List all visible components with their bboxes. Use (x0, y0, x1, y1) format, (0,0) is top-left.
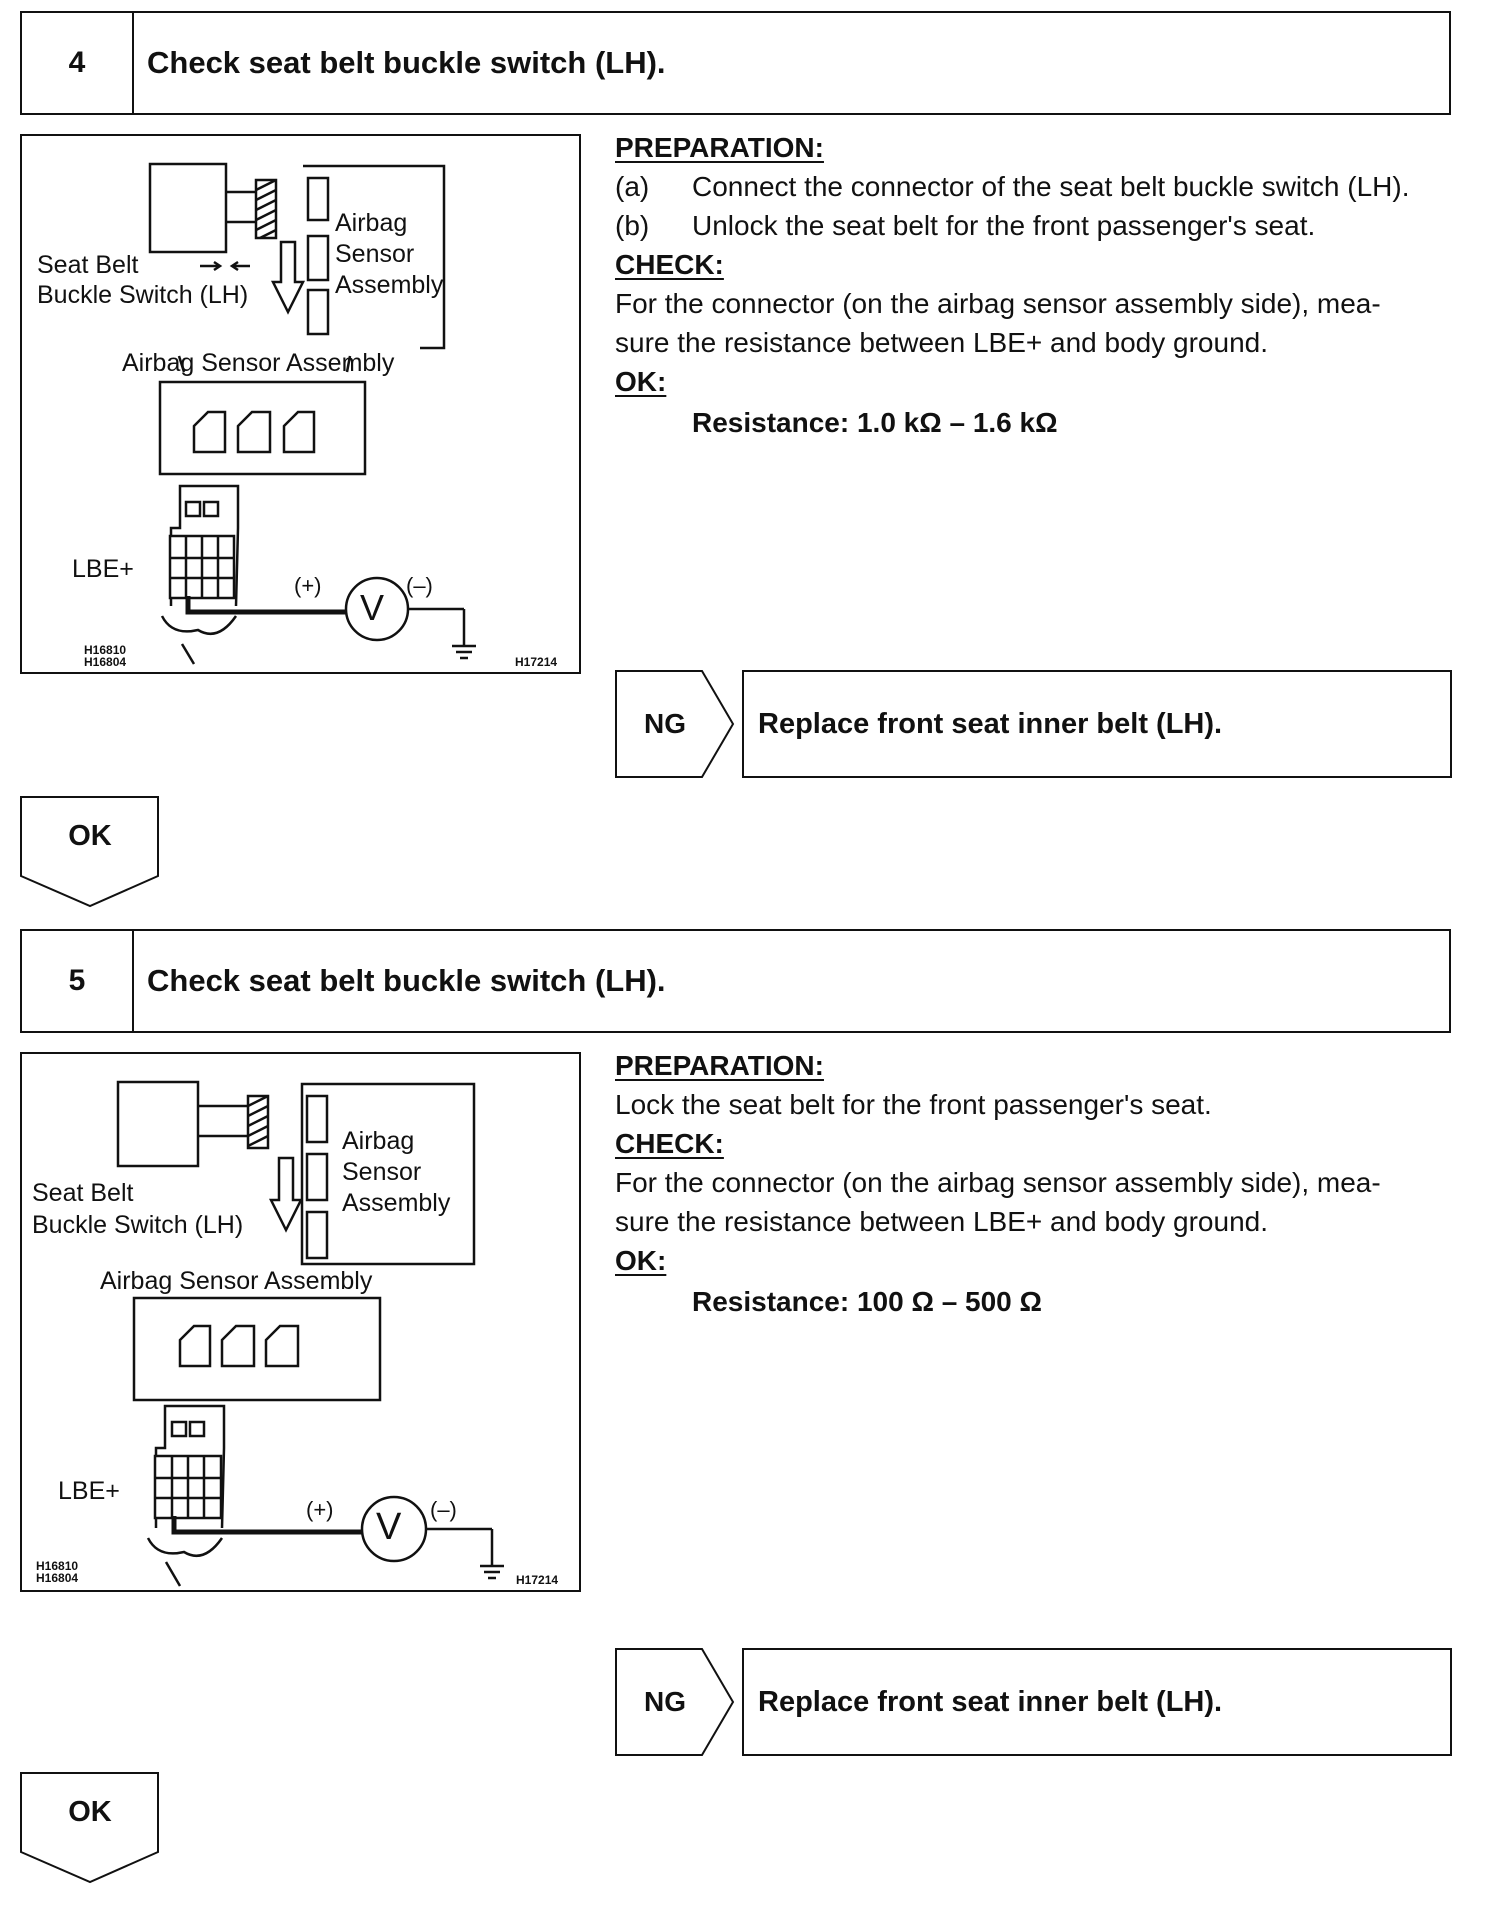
label-seat-belt: Seat Belt (37, 251, 139, 279)
label-lbe: LBE+ (72, 555, 134, 583)
probe-lead (185, 596, 346, 615)
step-number: 5 (22, 931, 134, 1031)
label-airbag-sensor-assembly: Airbag Sensor Assembly (100, 1267, 373, 1295)
item-marker: (b) (615, 210, 650, 241)
check-text-line: For the connector (on the airbag sensor … (615, 1167, 1381, 1198)
ecu-connector-outline (132, 1296, 382, 1402)
figure-code-2: H16804 (36, 1571, 79, 1585)
step-4-instructions: PREPARATION: (a) Connect the connector o… (615, 128, 1455, 442)
sensor-box (303, 164, 446, 350)
label-sensor: Sensor (335, 240, 415, 268)
check-label: CHECK: (615, 249, 724, 280)
label-airbag: Airbag (342, 1127, 415, 1155)
ok-flow-label: OK (68, 819, 112, 852)
check-text-line: For the connector (on the airbag sensor … (615, 288, 1381, 319)
preparation-text: Lock the seat belt for the front passeng… (615, 1089, 1212, 1120)
label-assembly: Assembly (342, 1189, 451, 1217)
figure-code-2: H16804 (84, 655, 127, 669)
step-5-instructions: PREPARATION: Lock the seat belt for the … (615, 1046, 1455, 1321)
step-4-figure: Airbag Sensor Assembly Seat Belt Buckle … (20, 134, 581, 674)
label-plus: (+) (294, 573, 322, 598)
label-buckle-switch: Buckle Switch (LH) (37, 281, 249, 309)
label-lbe: LBE+ (58, 1477, 120, 1505)
ok-label: OK: (615, 366, 667, 397)
step-5-figure: Airbag Sensor Assembly Seat Belt Buckle … (20, 1052, 581, 1592)
item-marker: (a) (615, 171, 650, 202)
ok-value: Resistance: 100 Ω – 500 Ω (692, 1286, 1042, 1317)
down-arrow (268, 1156, 304, 1233)
meter-symbol: V (376, 1506, 402, 1548)
preparation-label: PREPARATION: (615, 132, 824, 163)
figure-code-3: H17214 (515, 655, 558, 669)
wiring-diagram (116, 1080, 504, 1587)
ng-arrow-shape (615, 670, 735, 778)
label-airbag-sensor-assembly: Airbag Sensor Assembly (122, 349, 395, 377)
down-arrow (270, 240, 306, 315)
ok-label: OK: (615, 1245, 667, 1276)
step-number: 4 (22, 13, 134, 113)
wiring-diagram (148, 162, 476, 665)
sensor-box (300, 1082, 476, 1266)
step-title: Check seat belt buckle switch (LH). (147, 45, 666, 80)
label-seat-belt: Seat Belt (32, 1179, 134, 1207)
preparation-item: (b) Unlock the seat belt for the front p… (615, 206, 1455, 245)
ok-value: Resistance: 1.0 kΩ – 1.6 kΩ (692, 407, 1058, 438)
figure-code-3: H17214 (516, 1573, 559, 1587)
buckle-switch-box (148, 162, 228, 254)
item-text: Connect the connector of the seat belt b… (692, 171, 1410, 202)
check-label: CHECK: (615, 1128, 724, 1159)
step-4-header: 4 Check seat belt buckle switch (LH). (20, 11, 1451, 115)
probe-lead (171, 1516, 362, 1535)
label-buckle-switch: Buckle Switch (LH) (32, 1211, 244, 1239)
hand-connector (169, 484, 240, 607)
ok-flow-label: OK (68, 1795, 112, 1828)
ok-flow-arrow (20, 796, 159, 908)
preparation-item: (a) Connect the connector of the seat be… (615, 167, 1455, 206)
step-title: Check seat belt buckle switch (LH). (147, 963, 666, 998)
figure-code-1: H16810 (36, 1559, 79, 1573)
label-assembly: Assembly (335, 271, 444, 299)
item-text: Unlock the seat belt for the front passe… (692, 210, 1316, 241)
step-5-header: 5 Check seat belt buckle switch (LH). (20, 929, 1451, 1033)
ng-action-box: Replace front seat inner belt (LH). (742, 1648, 1452, 1756)
label-sensor: Sensor (342, 1158, 422, 1186)
label-plus: (+) (306, 1497, 334, 1522)
check-text-line: sure the resistance between LBE+ and bod… (615, 327, 1268, 358)
preparation-label: PREPARATION: (615, 1050, 824, 1081)
buckle-switch-box (116, 1080, 200, 1168)
check-text-line: sure the resistance between LBE+ and bod… (615, 1206, 1268, 1237)
ecu-connector-outline (158, 380, 367, 476)
ng-label: NG (644, 1686, 686, 1717)
hand-connector (154, 1404, 226, 1529)
meter-symbol: V (360, 587, 385, 628)
ng-label: NG (644, 708, 686, 739)
label-airbag: Airbag (335, 209, 408, 237)
ng-arrow-shape (615, 1648, 735, 1756)
ng-action-box: Replace front seat inner belt (LH). (742, 670, 1452, 778)
figure-code-1: H16810 (84, 643, 127, 657)
label-minus: (–) (406, 573, 433, 598)
ok-flow-arrow (20, 1772, 159, 1884)
label-minus: (–) (430, 1497, 457, 1522)
